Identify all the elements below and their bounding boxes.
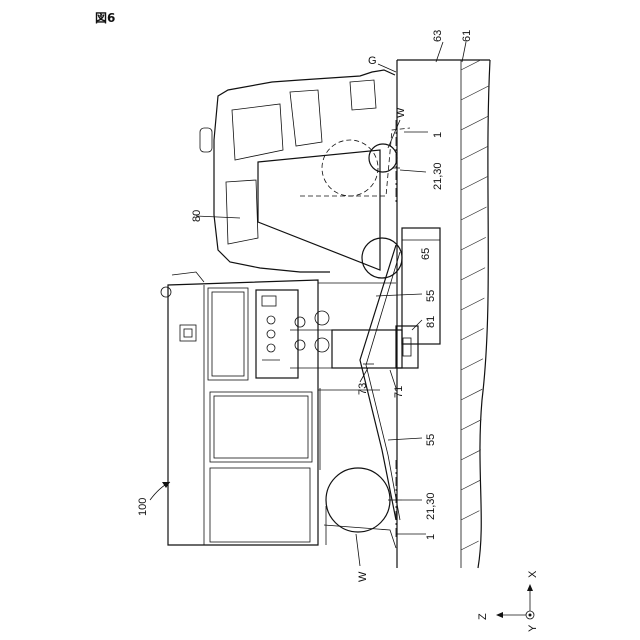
wheel-dashed-outline <box>322 140 378 196</box>
label-63: 63 <box>432 30 444 42</box>
label-55-bottom: 55 <box>425 434 437 446</box>
axis-x-label: X <box>527 570 539 578</box>
wheel-bottom-assembly <box>324 460 402 548</box>
reference-labels: G 63 61 W 1 21,30 80 65 55 81 73 71 55 2… <box>137 30 473 582</box>
label-sensor-bottom: 21,30 <box>425 492 437 520</box>
belt-55 <box>360 245 396 520</box>
cab-part-80 <box>258 150 380 270</box>
layer-61-hatching <box>461 10 520 610</box>
label-wheel-bottom: W <box>357 571 369 582</box>
axis-indicator: X Z Y <box>477 570 539 632</box>
axis-z-label: Z <box>477 613 489 620</box>
leader-lines <box>150 42 466 566</box>
label-tire-ref-top: 1 <box>432 132 444 138</box>
base-81 <box>396 326 418 368</box>
label-81: 81 <box>425 316 437 328</box>
ground-layers <box>397 10 520 610</box>
wheel-bottom <box>326 468 390 532</box>
wheel-lower <box>362 238 402 278</box>
label-wheel-top: W <box>395 107 407 118</box>
gauge-upper <box>315 311 329 325</box>
label-71: 71 <box>393 386 405 398</box>
label-80: 80 <box>191 210 203 222</box>
label-73: 73 <box>357 383 369 395</box>
device-100 <box>161 272 396 545</box>
post-assembly <box>290 245 418 520</box>
label-pit-65: 65 <box>420 248 432 260</box>
figure-title: 図6 <box>95 11 115 25</box>
vehicle-cab <box>200 70 410 278</box>
gauge-lower <box>315 338 329 352</box>
label-tire-ref-bottom: 1 <box>425 534 437 540</box>
label-ground-G: G <box>368 55 377 67</box>
label-55-top: 55 <box>425 290 437 302</box>
label-61: 61 <box>461 30 473 42</box>
axis-y-label: Y <box>527 624 539 632</box>
label-sensor-top: 21,30 <box>432 162 444 190</box>
label-100: 100 <box>137 498 149 516</box>
